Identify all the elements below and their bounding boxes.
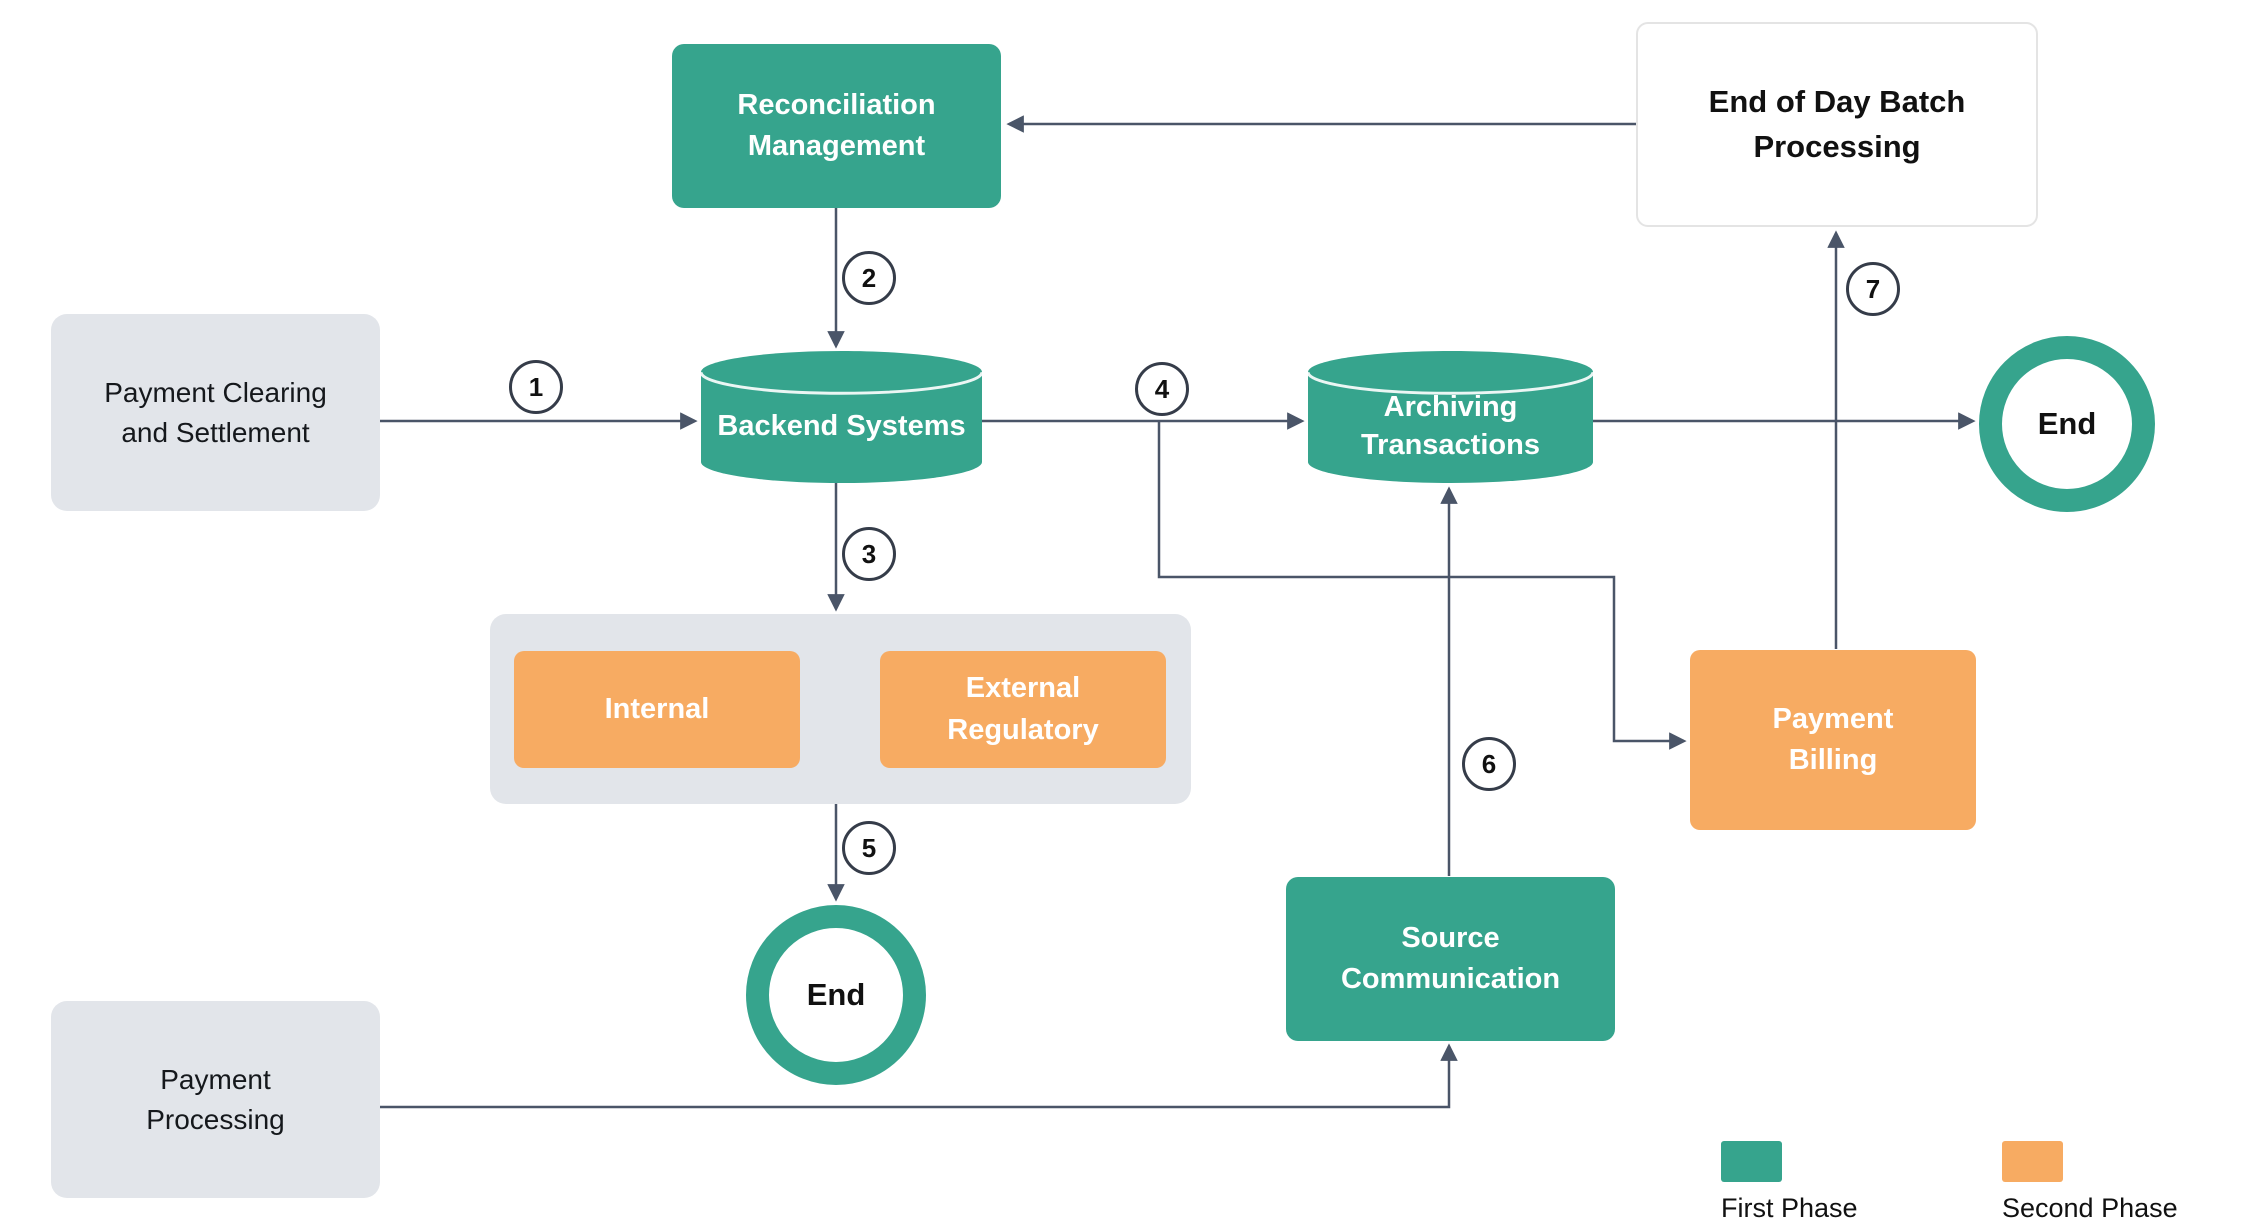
step-number-6: 6 — [1462, 737, 1516, 791]
node-payment-billing: Payment Billing — [1690, 650, 1976, 830]
node-label: End of Day Batch Processing — [1708, 84, 1966, 164]
legend-second-phase: Second Phase — [2002, 1141, 2178, 1224]
cylinder-shape — [701, 351, 982, 483]
node-payment-clearing-and-settlement: Payment Clearing and Settlement — [51, 314, 380, 511]
node-label: Payment Clearing and Settlement — [104, 376, 327, 448]
cylinder-shape — [1308, 351, 1593, 483]
step-number-1: 1 — [509, 360, 563, 414]
node-source-communication: Source Communication — [1286, 877, 1615, 1041]
node-label: Internal — [604, 692, 710, 725]
node-label: External Regulatory — [947, 672, 1099, 746]
step-number-7: 7 — [1846, 262, 1900, 316]
step-number-5: 5 — [842, 821, 896, 875]
node-end-terminator-right: End — [1979, 336, 2155, 512]
node-archiving-transactions: Archiving Transactions — [1308, 351, 1593, 483]
step-number-2: 2 — [842, 251, 896, 305]
node-label: Archiving Transactions — [1361, 391, 1540, 461]
node-payment-processing: Payment Processing — [51, 1001, 380, 1198]
node-backend-systems: Backend Systems — [701, 351, 982, 483]
node-end-of-day-batch-processing: End of Day Batch Processing — [1636, 22, 2038, 227]
node-label: End — [2037, 405, 2097, 441]
edge-processing-to-source — [380, 1043, 1458, 1109]
node-reconciliation-management: Reconciliation Management — [672, 44, 1001, 208]
node-label: Payment Billing — [1772, 702, 1894, 776]
node-internal: Internal — [514, 651, 800, 768]
legend-second-phase-swatch — [2002, 1141, 2063, 1182]
legend-second-phase-label: Second Phase — [2002, 1193, 2178, 1223]
step-number-3: 3 — [842, 527, 896, 581]
legend-first-phase: First Phase — [1721, 1141, 1858, 1224]
node-external-regulatory: External Regulatory — [880, 651, 1166, 768]
node-end-terminator-bottom: End — [746, 905, 926, 1085]
node-label: Reconciliation Management — [737, 88, 936, 162]
step-number-4: 4 — [1135, 362, 1189, 416]
legend-first-phase-label: First Phase — [1721, 1193, 1858, 1223]
node-label: Payment Processing — [146, 1063, 285, 1135]
legend-first-phase-swatch — [1721, 1141, 1782, 1182]
node-label: End — [806, 976, 866, 1012]
edge-backend-to-billing — [1157, 421, 1687, 750]
node-label: Backend Systems — [717, 410, 966, 443]
node-label: Source Communication — [1340, 921, 1561, 995]
